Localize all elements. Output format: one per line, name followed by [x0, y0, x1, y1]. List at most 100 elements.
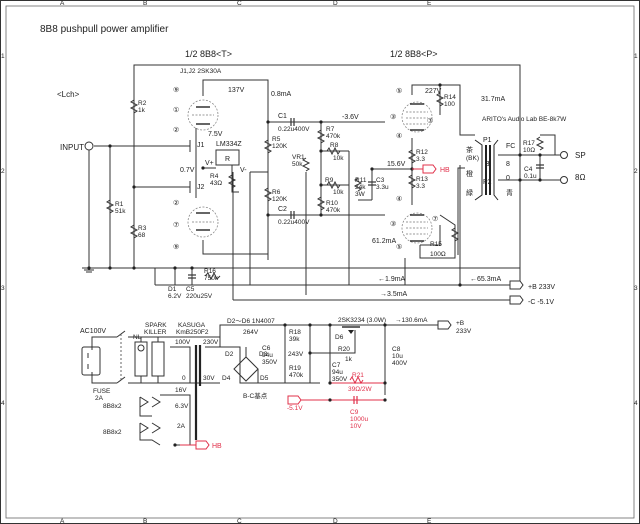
psu-wiring: [81, 324, 440, 450]
voltage-label: -3.6V: [342, 114, 359, 121]
r19-label: R19: [289, 365, 301, 372]
tx-tap: 6.3V: [175, 403, 189, 410]
r8-value: 10k: [333, 155, 344, 162]
fuse-label: FUSE: [93, 388, 111, 395]
r5-value: 120K: [272, 143, 288, 150]
pin-number: ⑦: [173, 221, 179, 229]
r11-power: 3W: [355, 191, 366, 198]
r6-label: R6: [272, 189, 281, 196]
tx-tap: 230V: [203, 339, 219, 346]
r21-label: R21: [352, 372, 364, 379]
row-label: 2: [1, 168, 5, 175]
c4-value: 0.1u: [524, 173, 537, 180]
r16-zigzag: [204, 271, 221, 281]
r7-zigzag: [316, 129, 326, 144]
voltage-label: 15.6V: [387, 161, 406, 168]
r3-value: 68: [138, 232, 146, 239]
wire-color-label: 茶: [466, 145, 473, 154]
r2-label: R2: [138, 100, 147, 107]
bplus-value: 233V: [456, 328, 472, 335]
pin-label: V-: [240, 167, 247, 174]
r15-label: R15: [430, 241, 442, 248]
voltage-label: 0.7V: [180, 167, 195, 174]
hb-connector-amp: [412, 164, 437, 174]
psu-dots: [173, 323, 387, 447]
tx-tap: 16V: [175, 387, 187, 394]
wire-color-label: 緑: [466, 188, 473, 197]
pin-number: ⑦: [427, 117, 433, 125]
c1-value: 0.22u400V: [278, 126, 310, 133]
vr1-zigzag: [301, 157, 311, 172]
c3-label: C3: [376, 177, 385, 184]
r1-zigzag: [105, 199, 115, 214]
r1-value: 51k: [115, 208, 126, 215]
pin-number: ④: [396, 195, 402, 203]
r8-label: R8: [330, 142, 339, 149]
c6-voltage: 350V: [262, 359, 278, 366]
spark-label: SPARK: [145, 322, 167, 329]
row-label: 4: [634, 400, 638, 407]
d4-label: D4: [222, 375, 231, 382]
section-pentode-label: 1/2 8B8<P>: [390, 49, 438, 59]
r17-label: R17: [523, 140, 535, 147]
pin-number: ③: [390, 113, 396, 121]
r12-label: R12: [416, 149, 428, 156]
voltage-label: 137V: [228, 87, 245, 94]
inner-frame: [5, 5, 635, 519]
diodes-label: D2〜D6 1N4007: [227, 318, 275, 325]
c8-value: 10u: [392, 353, 403, 360]
voltage-label: 264V: [243, 329, 259, 336]
c9-voltage: 10V: [350, 423, 362, 430]
d1-value: 6.2V: [168, 293, 182, 300]
p1-label: P1: [483, 137, 492, 144]
pin-number: ②: [173, 126, 179, 134]
r11-label: R11: [355, 177, 367, 184]
tx-tap: 2A: [177, 423, 186, 430]
current-label: ←65.3mA: [470, 276, 501, 283]
col-label: C: [237, 0, 242, 7]
wire-color-label: (BK): [466, 155, 479, 162]
frame-column-labels: A B C D E A B C D E: [60, 0, 432, 524]
sp-terminal-plus[interactable]: [560, 151, 568, 159]
j1-label: J1: [197, 142, 205, 149]
psu-red-section: [287, 375, 385, 405]
r16-label: R16: [204, 268, 216, 275]
pin-number: ③: [390, 220, 396, 228]
d2-label: D2: [225, 351, 234, 358]
heater-label: 8B8x2: [103, 429, 122, 436]
hb-label: HB: [212, 443, 222, 450]
pin-number: ⑦: [432, 215, 438, 223]
r18-label: R18: [289, 329, 301, 336]
opt-label: ARITO's Audio Lab BE-8k7W: [482, 116, 567, 123]
r19-value: 470k: [289, 372, 304, 379]
voltage-label: 227V: [425, 88, 442, 95]
ground-icon: [84, 269, 94, 273]
r18-value: 39k: [289, 336, 300, 343]
current-label: ←1.9mA: [378, 276, 406, 283]
r11-zigzag: [353, 177, 363, 192]
amp-wiring: [82, 64, 560, 301]
component-labels: R1 51k R2 1k R3 68 R4 43Ω R5 120K R6 120…: [115, 94, 537, 300]
fc-label: FC: [506, 143, 515, 150]
d6-label: D6: [335, 334, 344, 341]
r20-label: R20: [338, 346, 350, 353]
c7-voltage: 350V: [332, 376, 348, 383]
c9-value: 1000u: [350, 416, 368, 423]
row-label: 3: [1, 285, 5, 292]
current-label: 61.2mA: [372, 238, 396, 245]
r6-zigzag: [263, 187, 273, 202]
current-label: 31.7mA: [481, 96, 505, 103]
c5-value: 220u25V: [186, 293, 213, 300]
vneg-label: -5.1V: [287, 405, 303, 412]
c4-label: C4: [524, 166, 533, 173]
r4-value: 43Ω: [210, 180, 222, 187]
c8-voltage: 400V: [392, 360, 408, 367]
sp-terminal-minus[interactable]: [560, 176, 568, 184]
r14-label: R14: [444, 94, 456, 101]
row-label: 2: [634, 168, 638, 175]
tx-tap: 100V: [175, 339, 191, 346]
pin-number: ①: [173, 106, 179, 114]
col-label: B: [143, 518, 147, 524]
sp-label: SP: [575, 151, 586, 160]
